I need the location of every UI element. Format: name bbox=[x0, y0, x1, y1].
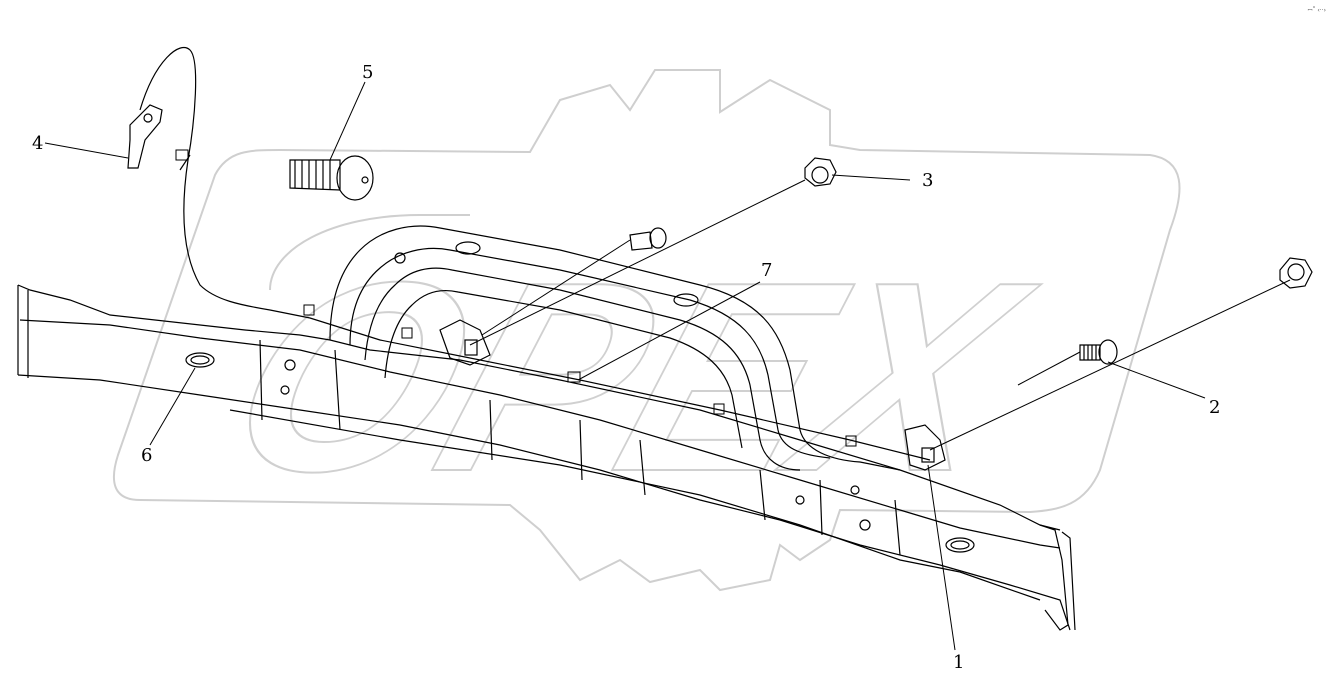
cable-clips bbox=[175, 149, 857, 447]
rail-assembly bbox=[17, 225, 1076, 631]
bolt-part-2 bbox=[629, 227, 1118, 365]
callout-2: 2 bbox=[1209, 397, 1220, 418]
callout-6: 6 bbox=[141, 445, 152, 466]
watermark-text: OPEX bbox=[199, 225, 1061, 527]
release-handle bbox=[127, 104, 163, 169]
leader-lines bbox=[44, 81, 1291, 651]
callout-3: 3 bbox=[922, 170, 933, 191]
callout-4: 4 bbox=[32, 133, 43, 154]
callout-1: 1 bbox=[953, 652, 964, 673]
callout-7: 7 bbox=[761, 260, 772, 281]
watermark-gear bbox=[112, 69, 1181, 592]
bolt-part-5 bbox=[289, 155, 374, 201]
corner-mark: ꟷ˚ ‹··› bbox=[1307, 7, 1326, 14]
nut-part-3 bbox=[804, 157, 1313, 289]
latch-brackets bbox=[439, 319, 946, 471]
callout-5: 5 bbox=[362, 62, 373, 83]
